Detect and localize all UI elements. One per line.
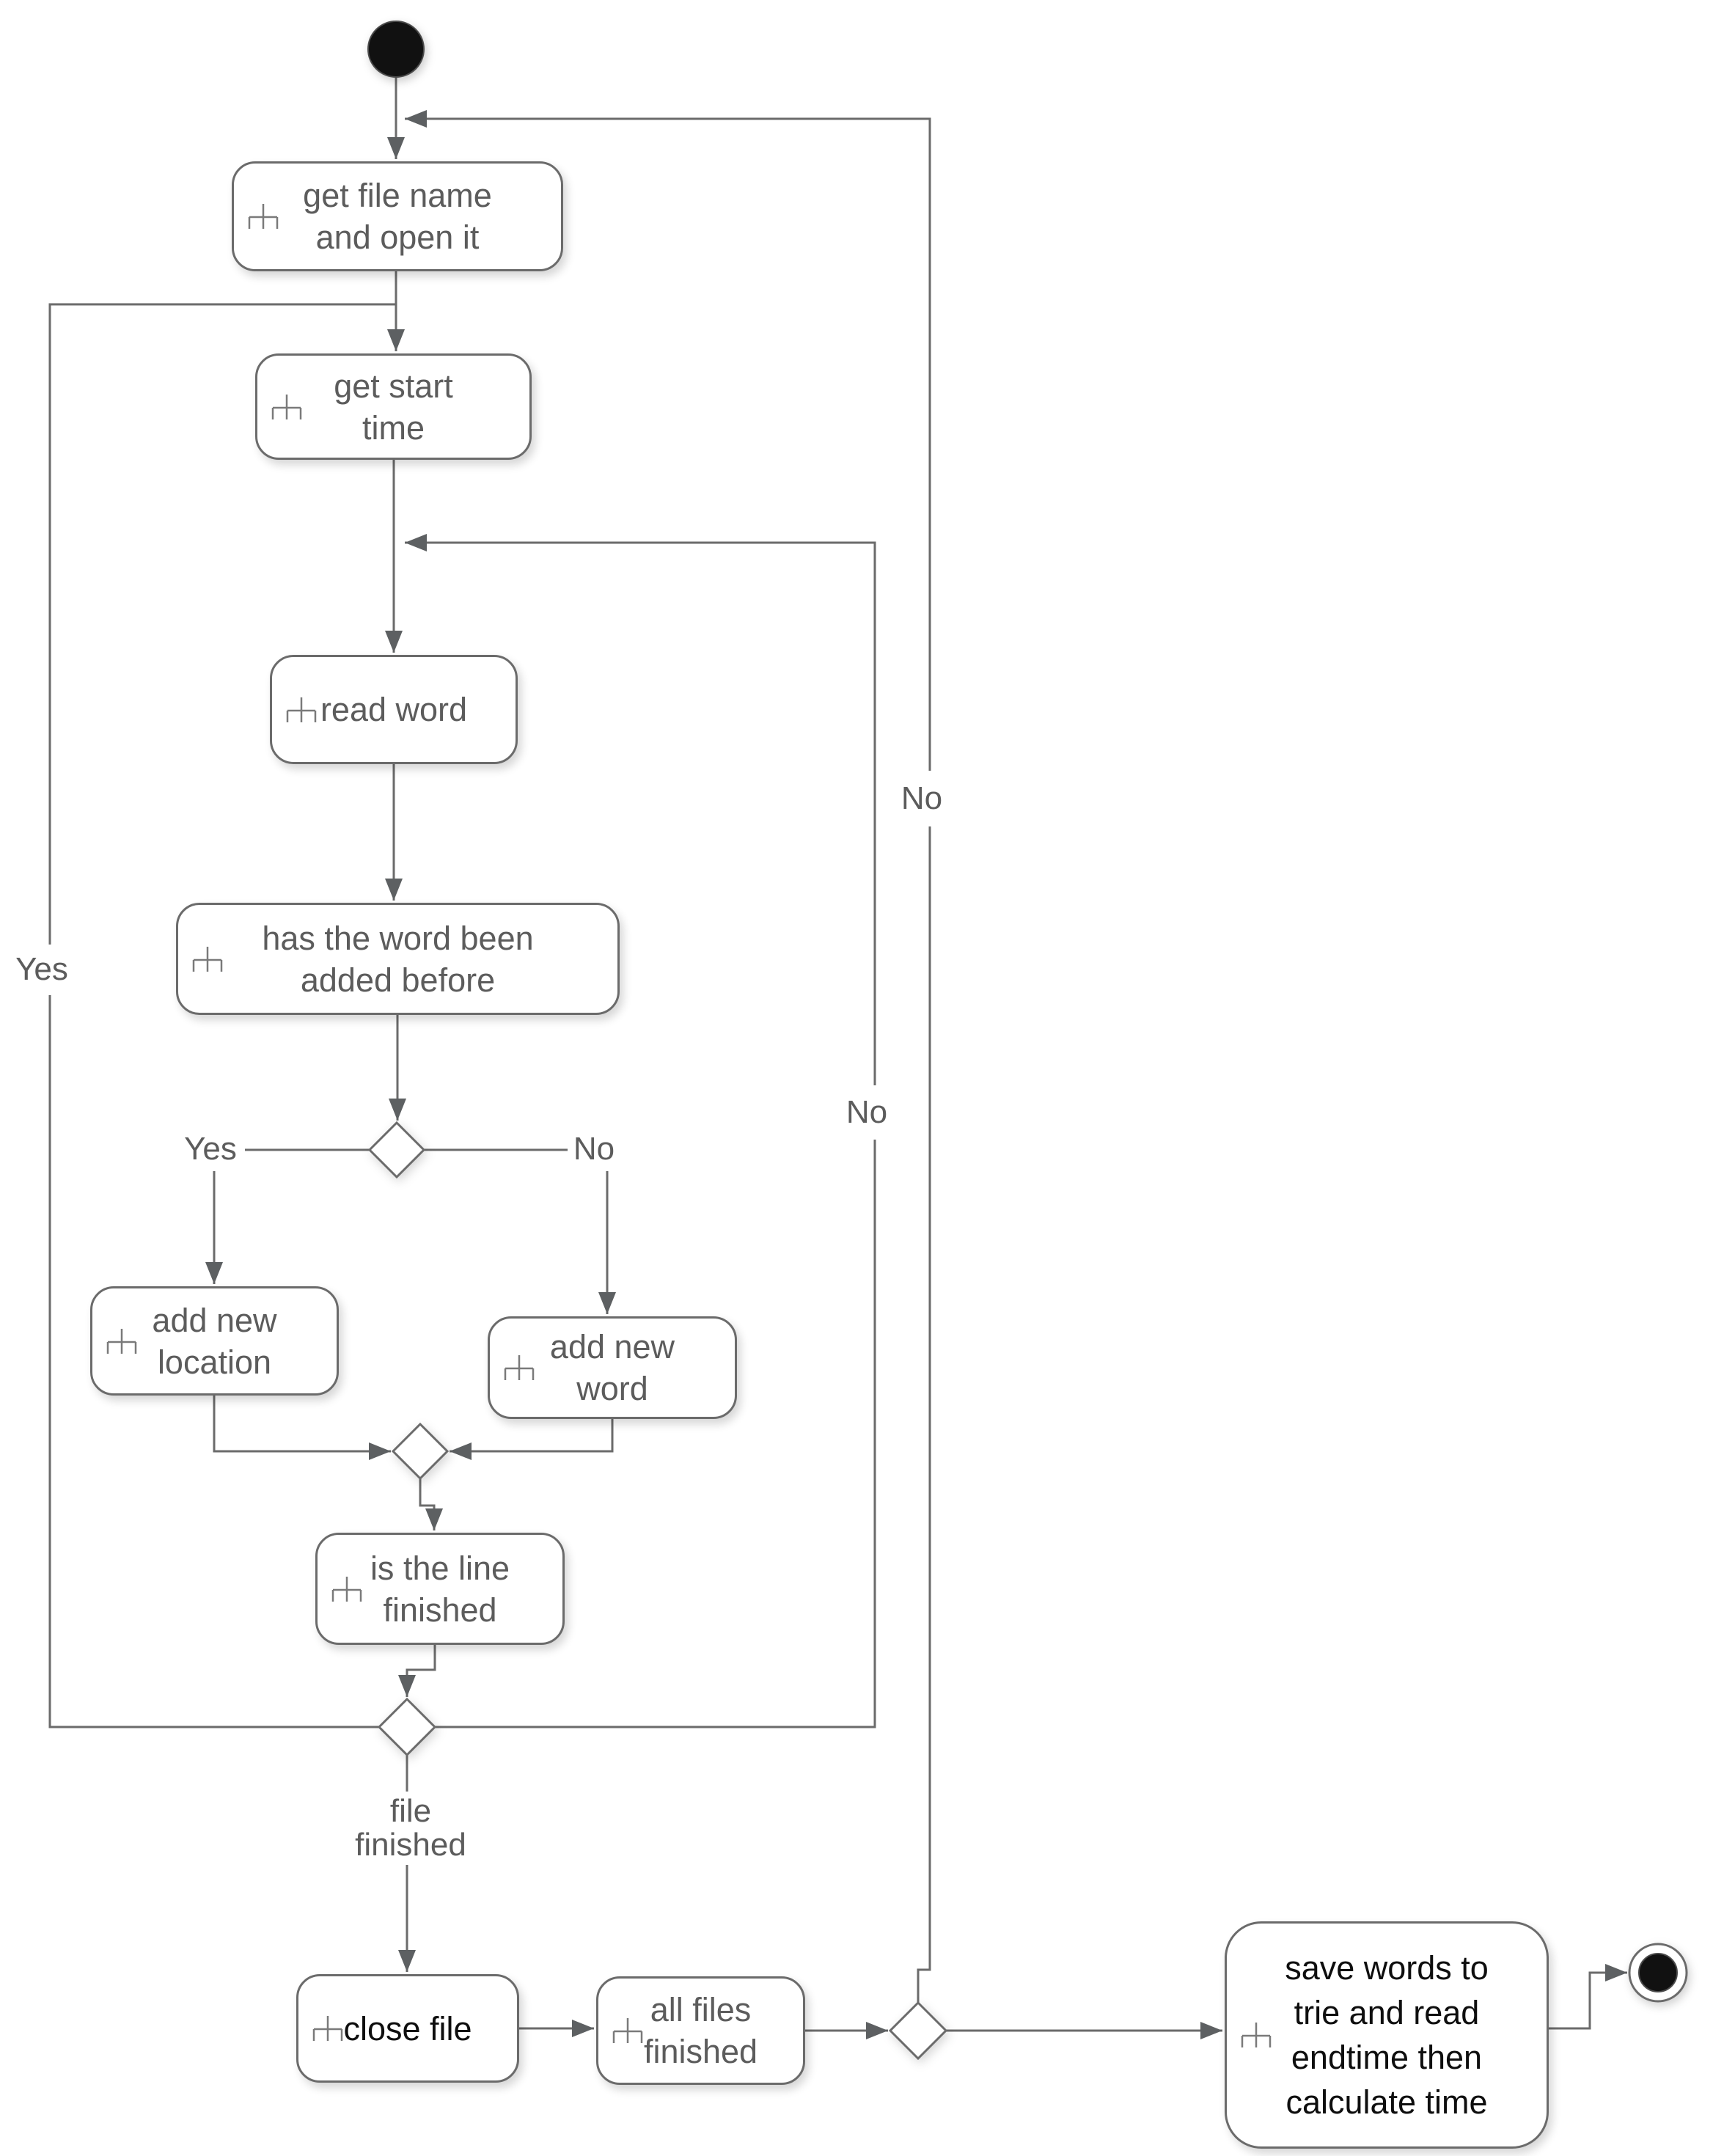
edge-no-outer-loop (405, 119, 931, 2003)
edge-addword-to-merge (450, 1419, 614, 1460)
activity-label: get start time (334, 367, 453, 447)
rake-icon (312, 2016, 343, 2041)
edge-addlocation-to-merge (213, 1396, 391, 1460)
rake-icon (286, 697, 317, 722)
activity-label: get file name and open it (303, 177, 492, 256)
edge-label-no-outer: No (896, 779, 947, 818)
activity-read-word[interactable]: read word (270, 655, 518, 764)
activity-close-file[interactable]: close file (296, 1974, 519, 2083)
edge-merge-to-linefinished (419, 1478, 443, 1530)
word-added-decision-diamond[interactable] (367, 1121, 426, 1179)
merge-diamond[interactable] (391, 1422, 450, 1481)
rake-icon (331, 1576, 362, 1602)
rake-icon (612, 2018, 643, 2043)
edge-label-yes-loop: Yes (11, 950, 73, 989)
edge-label-no-inner: No (841, 1093, 892, 1132)
edge-linefinished-to-decision (398, 1645, 436, 1697)
activity-label: read word (320, 691, 468, 728)
start-node[interactable] (367, 21, 425, 78)
activity-label: all files finished (643, 1991, 758, 2070)
activity-label: add new word (549, 1328, 675, 1407)
edge-label-no-branch: No (568, 1129, 620, 1169)
activity-add-new-location[interactable]: add new location (90, 1286, 339, 1396)
rake-icon (1241, 2023, 1272, 2047)
edge-label-yes-branch: Yes (180, 1129, 241, 1169)
all-files-decision-diamond[interactable] (888, 2001, 948, 2061)
final-node-core (1638, 1953, 1678, 1992)
rake-icon (271, 394, 302, 419)
activity-get-file-name[interactable]: get file name and open it (232, 161, 563, 271)
rake-icon (248, 204, 279, 229)
rake-icon (504, 1355, 535, 1380)
edge-label-file-finished: file finished (351, 1792, 471, 1865)
activity-label: has the word been added before (262, 919, 534, 999)
line-finished-decision-diamond[interactable] (377, 1697, 437, 1757)
activity-add-new-word[interactable]: add new word (488, 1316, 737, 1419)
activity-label: is the line finished (370, 1549, 510, 1629)
edge-no-inner-loop (405, 543, 876, 1728)
activity-label: add new location (152, 1301, 277, 1381)
activity-save-words[interactable]: save words to trie and read endtime then… (1225, 1921, 1549, 2149)
rake-icon (192, 946, 223, 972)
activity-all-files-finished[interactable]: all files finished (596, 1976, 805, 2085)
activity-is-line-finished[interactable]: is the line finished (315, 1533, 565, 1645)
activity-label: save words to trie and read endtime then… (1285, 1949, 1489, 2121)
edge-yes-loop (48, 303, 396, 1728)
edge-savewords-to-end (1548, 1964, 1627, 2030)
rake-icon (106, 1328, 137, 1354)
activity-get-start-time[interactable]: get start time (255, 353, 532, 460)
activity-word-added-before[interactable]: has the word been added before (176, 903, 620, 1015)
activity-label: close file (343, 2009, 472, 2047)
